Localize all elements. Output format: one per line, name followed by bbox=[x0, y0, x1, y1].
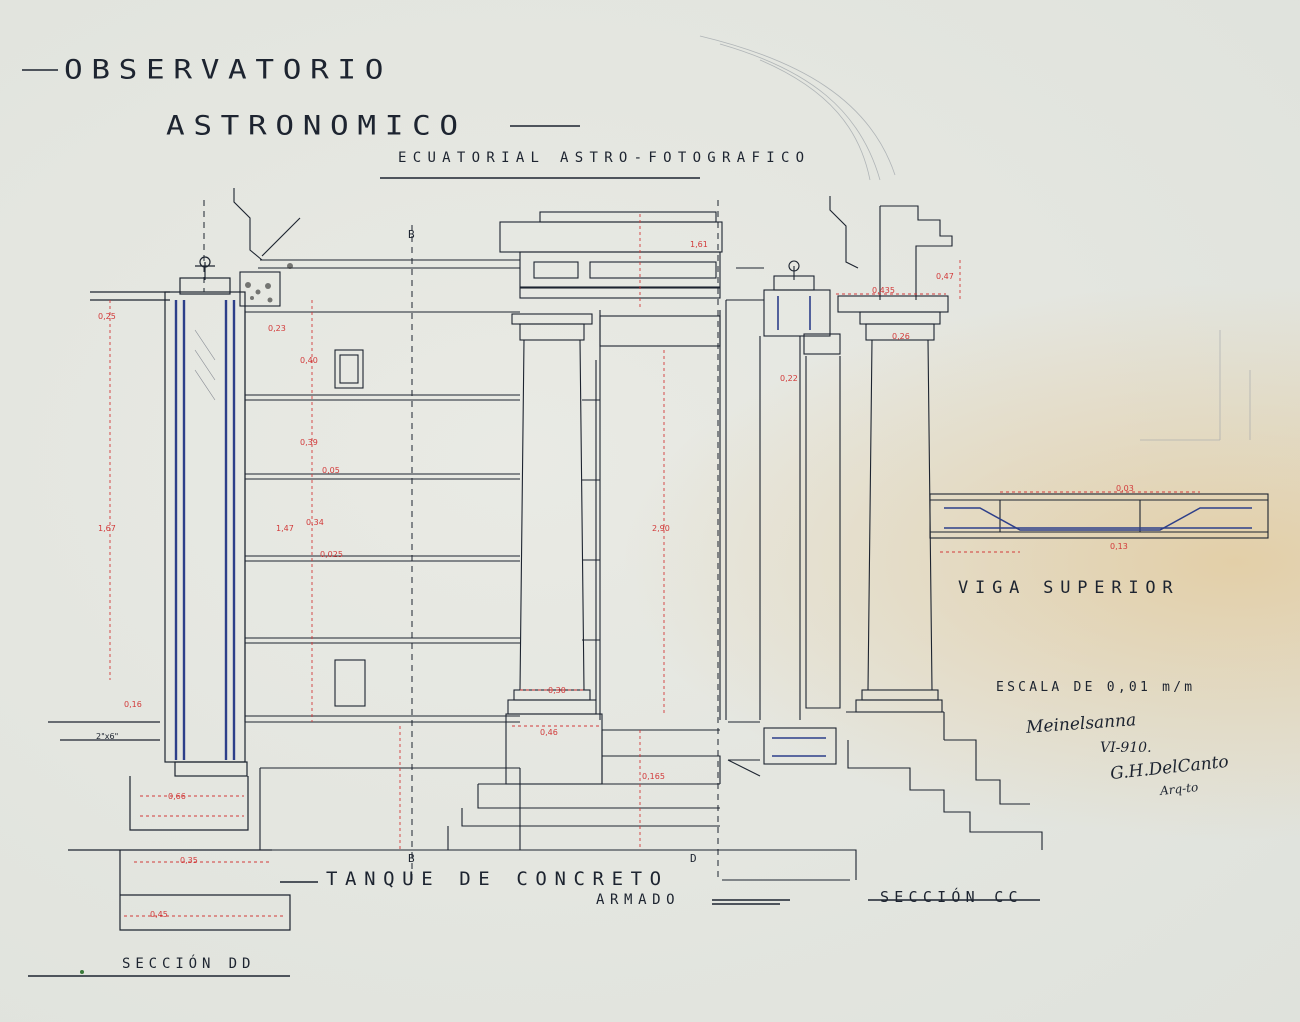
dim-0-47: 0,47 bbox=[936, 272, 954, 281]
ink-dot bbox=[80, 970, 84, 974]
dim-2x6: 2"x6" bbox=[96, 732, 119, 741]
signature-date: VI-910. bbox=[1100, 740, 1152, 756]
subtitle: ECUATORIAL ASTRO-FOTOGRAFICO bbox=[398, 150, 811, 166]
dim-0-23: 0,23 bbox=[268, 324, 286, 333]
seccion-cc-label: SECCIÓN CC bbox=[880, 888, 1023, 906]
dim-0-39: 0,39 bbox=[300, 438, 318, 447]
armado-label: ARMADO bbox=[596, 892, 681, 908]
cornice-stones bbox=[245, 263, 293, 303]
dim-0-46: 0,46 bbox=[540, 728, 558, 737]
section-mark-top: B bbox=[408, 228, 415, 241]
dash-axis bbox=[203, 200, 719, 880]
section-mark-bottom: B bbox=[408, 852, 415, 865]
dim-0-025: 0,025 bbox=[320, 550, 343, 559]
scale-label: ESCALA DE 0,01 m/m bbox=[996, 680, 1196, 695]
dim-1-47: 1,47 bbox=[276, 524, 294, 533]
dim-0-35: 0,35 bbox=[180, 856, 198, 865]
dim-0-40: 0,40 bbox=[300, 356, 318, 365]
dim-0-435: 0,435 bbox=[872, 286, 895, 295]
wall-body bbox=[233, 188, 521, 851]
viga-superior bbox=[929, 493, 1269, 539]
dim-0-30: 0,30 bbox=[548, 686, 566, 695]
dim-0-66: 0,66 bbox=[168, 792, 186, 801]
pier-hatch bbox=[194, 329, 216, 401]
viga-rebar bbox=[944, 507, 1252, 531]
dim-2-90: 2,90 bbox=[652, 524, 670, 533]
title-line-2: ASTRONOMICO bbox=[166, 110, 467, 142]
seccion-dd-label: SECCIÓN DD bbox=[122, 956, 256, 972]
tanque-label: TANQUE DE CONCRETO bbox=[326, 868, 669, 890]
section-cc bbox=[720, 196, 1043, 881]
viga-label: VIGA SUPERIOR bbox=[958, 578, 1180, 598]
dim-0-03: 0,03 bbox=[1116, 484, 1134, 493]
dim-0-45: 0,45 bbox=[150, 910, 168, 919]
dim-0-26: 0,26 bbox=[892, 332, 910, 341]
dim-0-16: 0,16 bbox=[124, 700, 142, 709]
dim-0-13: 0,13 bbox=[1110, 542, 1128, 551]
dim-1-61: 1,61 bbox=[690, 240, 708, 249]
dim-1-67: 1,67 bbox=[98, 524, 116, 533]
dim-0-22: 0,22 bbox=[780, 374, 798, 383]
dim-0-34: 0,34 bbox=[306, 518, 324, 527]
dim-0-05: 0,05 bbox=[322, 466, 340, 475]
dome-pencil-arcs bbox=[699, 35, 1251, 441]
dimension-lines bbox=[109, 214, 1200, 917]
section-dd-pier bbox=[48, 256, 291, 931]
dim-0-165: 0,165 bbox=[642, 772, 665, 781]
rebar-cc bbox=[772, 296, 826, 757]
title-rules bbox=[22, 69, 1040, 977]
rebar-cage bbox=[174, 300, 236, 760]
dim-0-25: 0,25 bbox=[98, 312, 116, 321]
title-line-1: OBSERVATORIO bbox=[64, 54, 393, 86]
section-mark-d: D bbox=[690, 852, 697, 865]
center-portico bbox=[447, 211, 760, 851]
